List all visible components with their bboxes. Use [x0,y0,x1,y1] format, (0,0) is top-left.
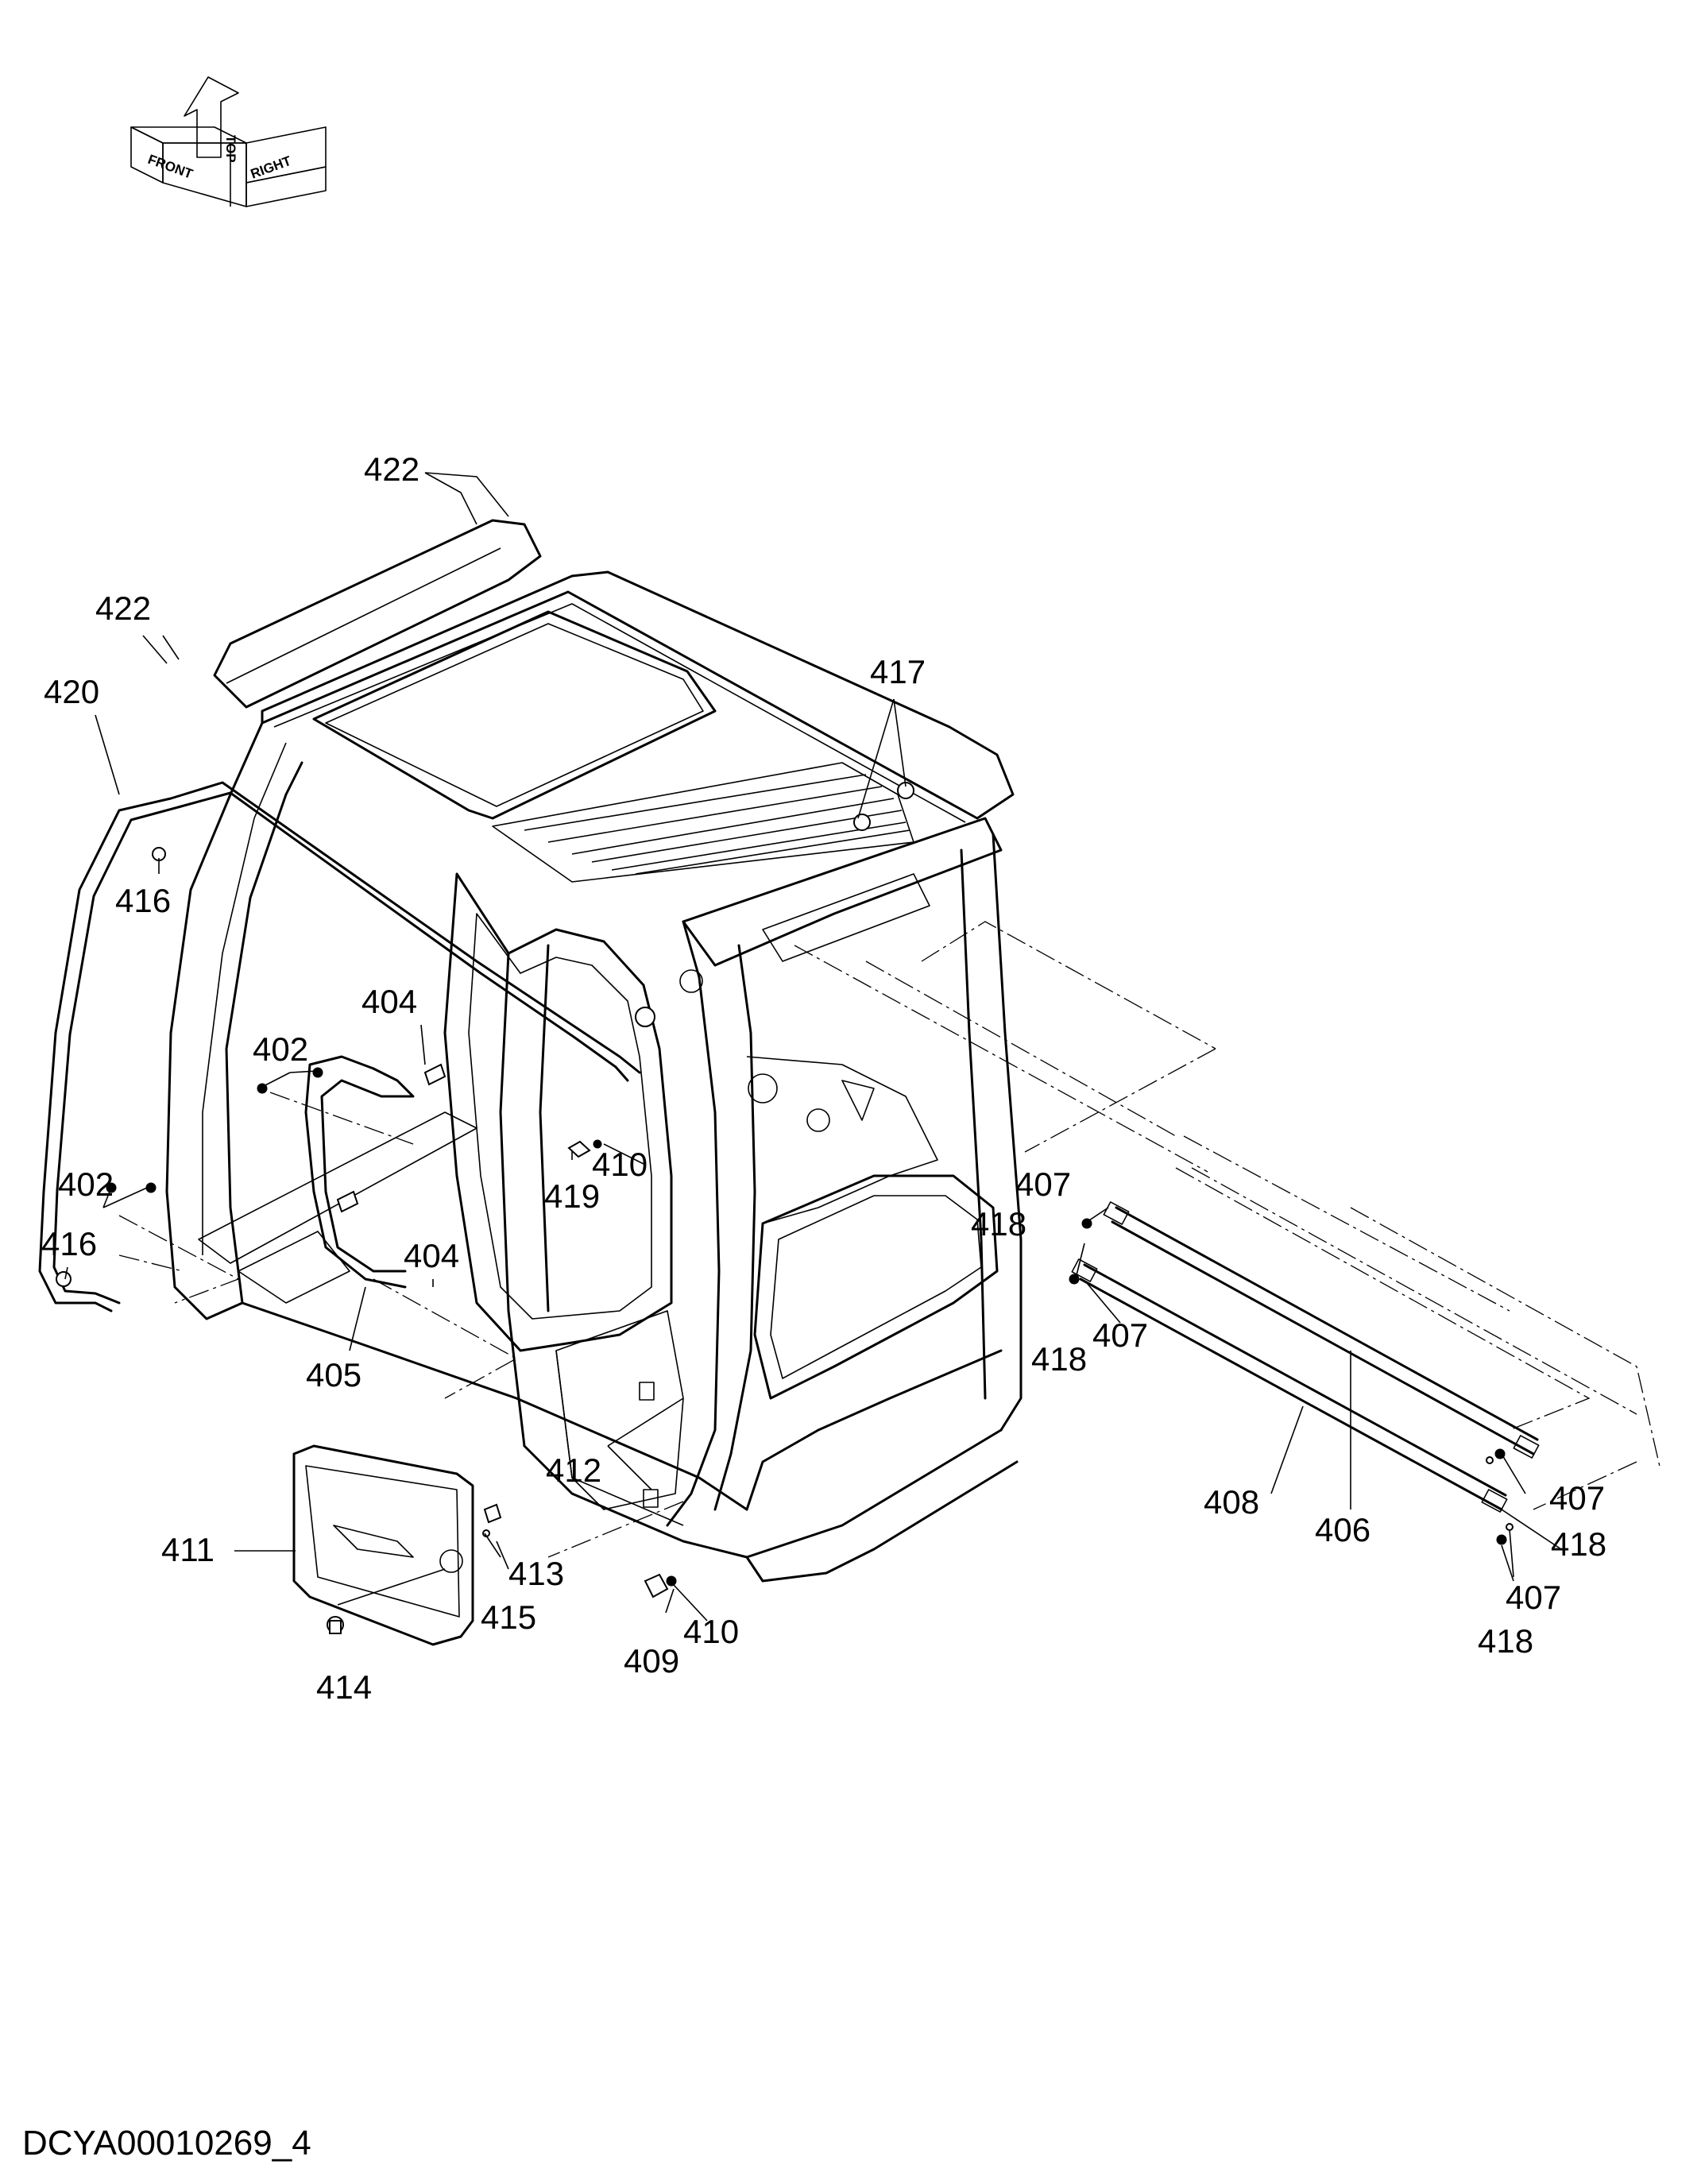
callout-414: 414 [316,1668,372,1706]
callout-405: 405 [306,1356,361,1394]
callout-418: 418 [1031,1340,1087,1378]
callout-408: 408 [1204,1483,1259,1521]
callout-412: 412 [546,1451,601,1489]
callout-411: 411 [161,1531,215,1568]
callout-407: 407 [1092,1316,1148,1354]
callout-407: 407 [1506,1579,1561,1616]
callout-404: 404 [404,1237,459,1274]
callout-410: 410 [683,1613,739,1650]
callout-labels: 422 422 420 417 416 404 402 402 410 419 … [41,450,1606,1706]
orientation-top-label: TOP [223,135,238,163]
cab-frame [165,570,1023,1583]
callout-407: 407 [1015,1165,1071,1203]
callout-418: 418 [1478,1622,1533,1660]
callout-415: 415 [481,1598,536,1636]
callout-416: 416 [115,882,171,919]
loose-parts [38,519,1540,1646]
alignment-lines [118,921,1661,1558]
callout-409: 409 [624,1642,679,1680]
callout-419: 419 [544,1177,600,1215]
callout-420: 420 [44,673,99,710]
callout-422: 422 [364,450,419,488]
callout-406: 406 [1315,1511,1370,1548]
callout-418: 418 [1551,1525,1606,1563]
callout-422: 422 [95,589,151,627]
document-id: DCYA00010269_4 [22,2124,311,2163]
callout-407: 407 [1549,1479,1605,1517]
callout-417: 417 [870,653,926,690]
callout-402: 402 [253,1030,308,1068]
leader-lines [64,472,1562,1622]
callout-404: 404 [361,983,417,1020]
callout-410: 410 [592,1146,648,1183]
orientation-indicator: FRONT TOP RIGHT [130,76,327,207]
callout-418: 418 [971,1205,1026,1243]
callout-413: 413 [508,1555,564,1592]
callout-402: 402 [58,1165,114,1203]
callout-416: 416 [41,1225,97,1262]
